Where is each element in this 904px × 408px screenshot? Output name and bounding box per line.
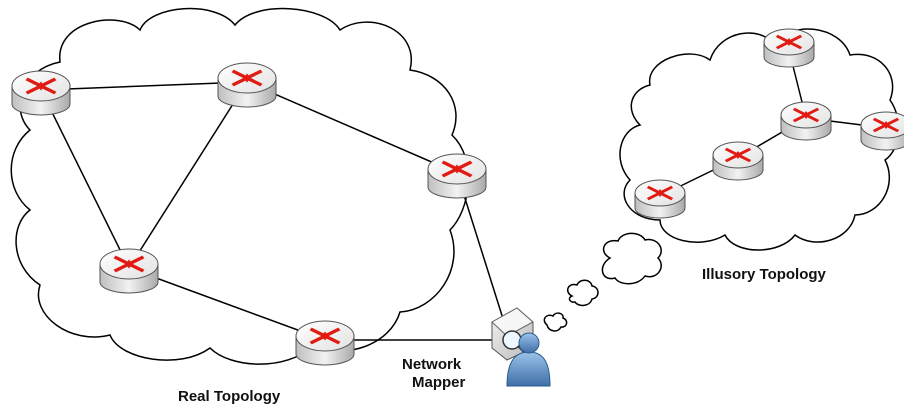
link — [40, 81, 248, 91]
router-icon — [764, 29, 814, 67]
router-icon — [713, 142, 763, 180]
router-icon — [635, 180, 685, 218]
router-icon — [218, 63, 276, 107]
real-topology-cloud — [10, 7, 470, 365]
router-icon — [12, 71, 70, 115]
router-icon — [428, 154, 486, 198]
network-mapper-label-line2: Mapper — [412, 374, 466, 391]
router-icon — [781, 102, 831, 140]
link — [128, 267, 326, 341]
router-icon — [296, 321, 354, 365]
link — [246, 81, 458, 174]
link — [128, 81, 248, 269]
router-icon — [861, 112, 904, 150]
user-icon — [506, 332, 551, 387]
network-mapper-label-line1: Network — [402, 356, 462, 373]
illusory-topology-label: Illusory Topology — [702, 266, 827, 283]
real-topology-label: Real Topology — [178, 388, 281, 405]
link — [40, 89, 130, 269]
thought-bubble-icon — [543, 232, 662, 332]
router-icon — [100, 249, 158, 293]
link — [456, 172, 506, 326]
